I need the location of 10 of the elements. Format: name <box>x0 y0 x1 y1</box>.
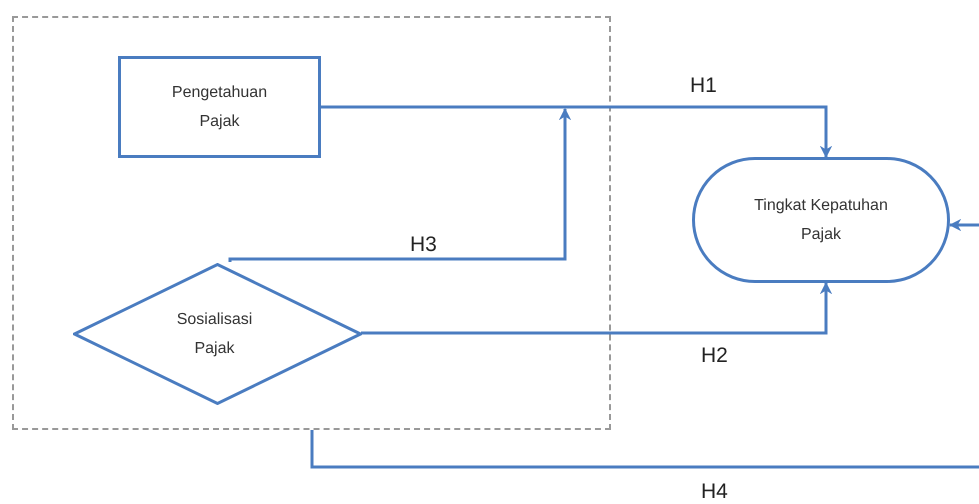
decision-diamond <box>73 263 362 405</box>
node-label: Tingkat Kepatuhan Pajak <box>753 196 889 245</box>
arrow <box>310 220 979 468</box>
dashed-group-box <box>12 16 611 430</box>
arrow <box>361 282 832 334</box>
arrow <box>228 108 570 263</box>
process-box <box>118 56 321 158</box>
node-label: Sosialisasi Pajak <box>176 310 254 359</box>
node-label: Pengetahuan Pajak <box>170 83 268 132</box>
arrow <box>320 106 832 158</box>
